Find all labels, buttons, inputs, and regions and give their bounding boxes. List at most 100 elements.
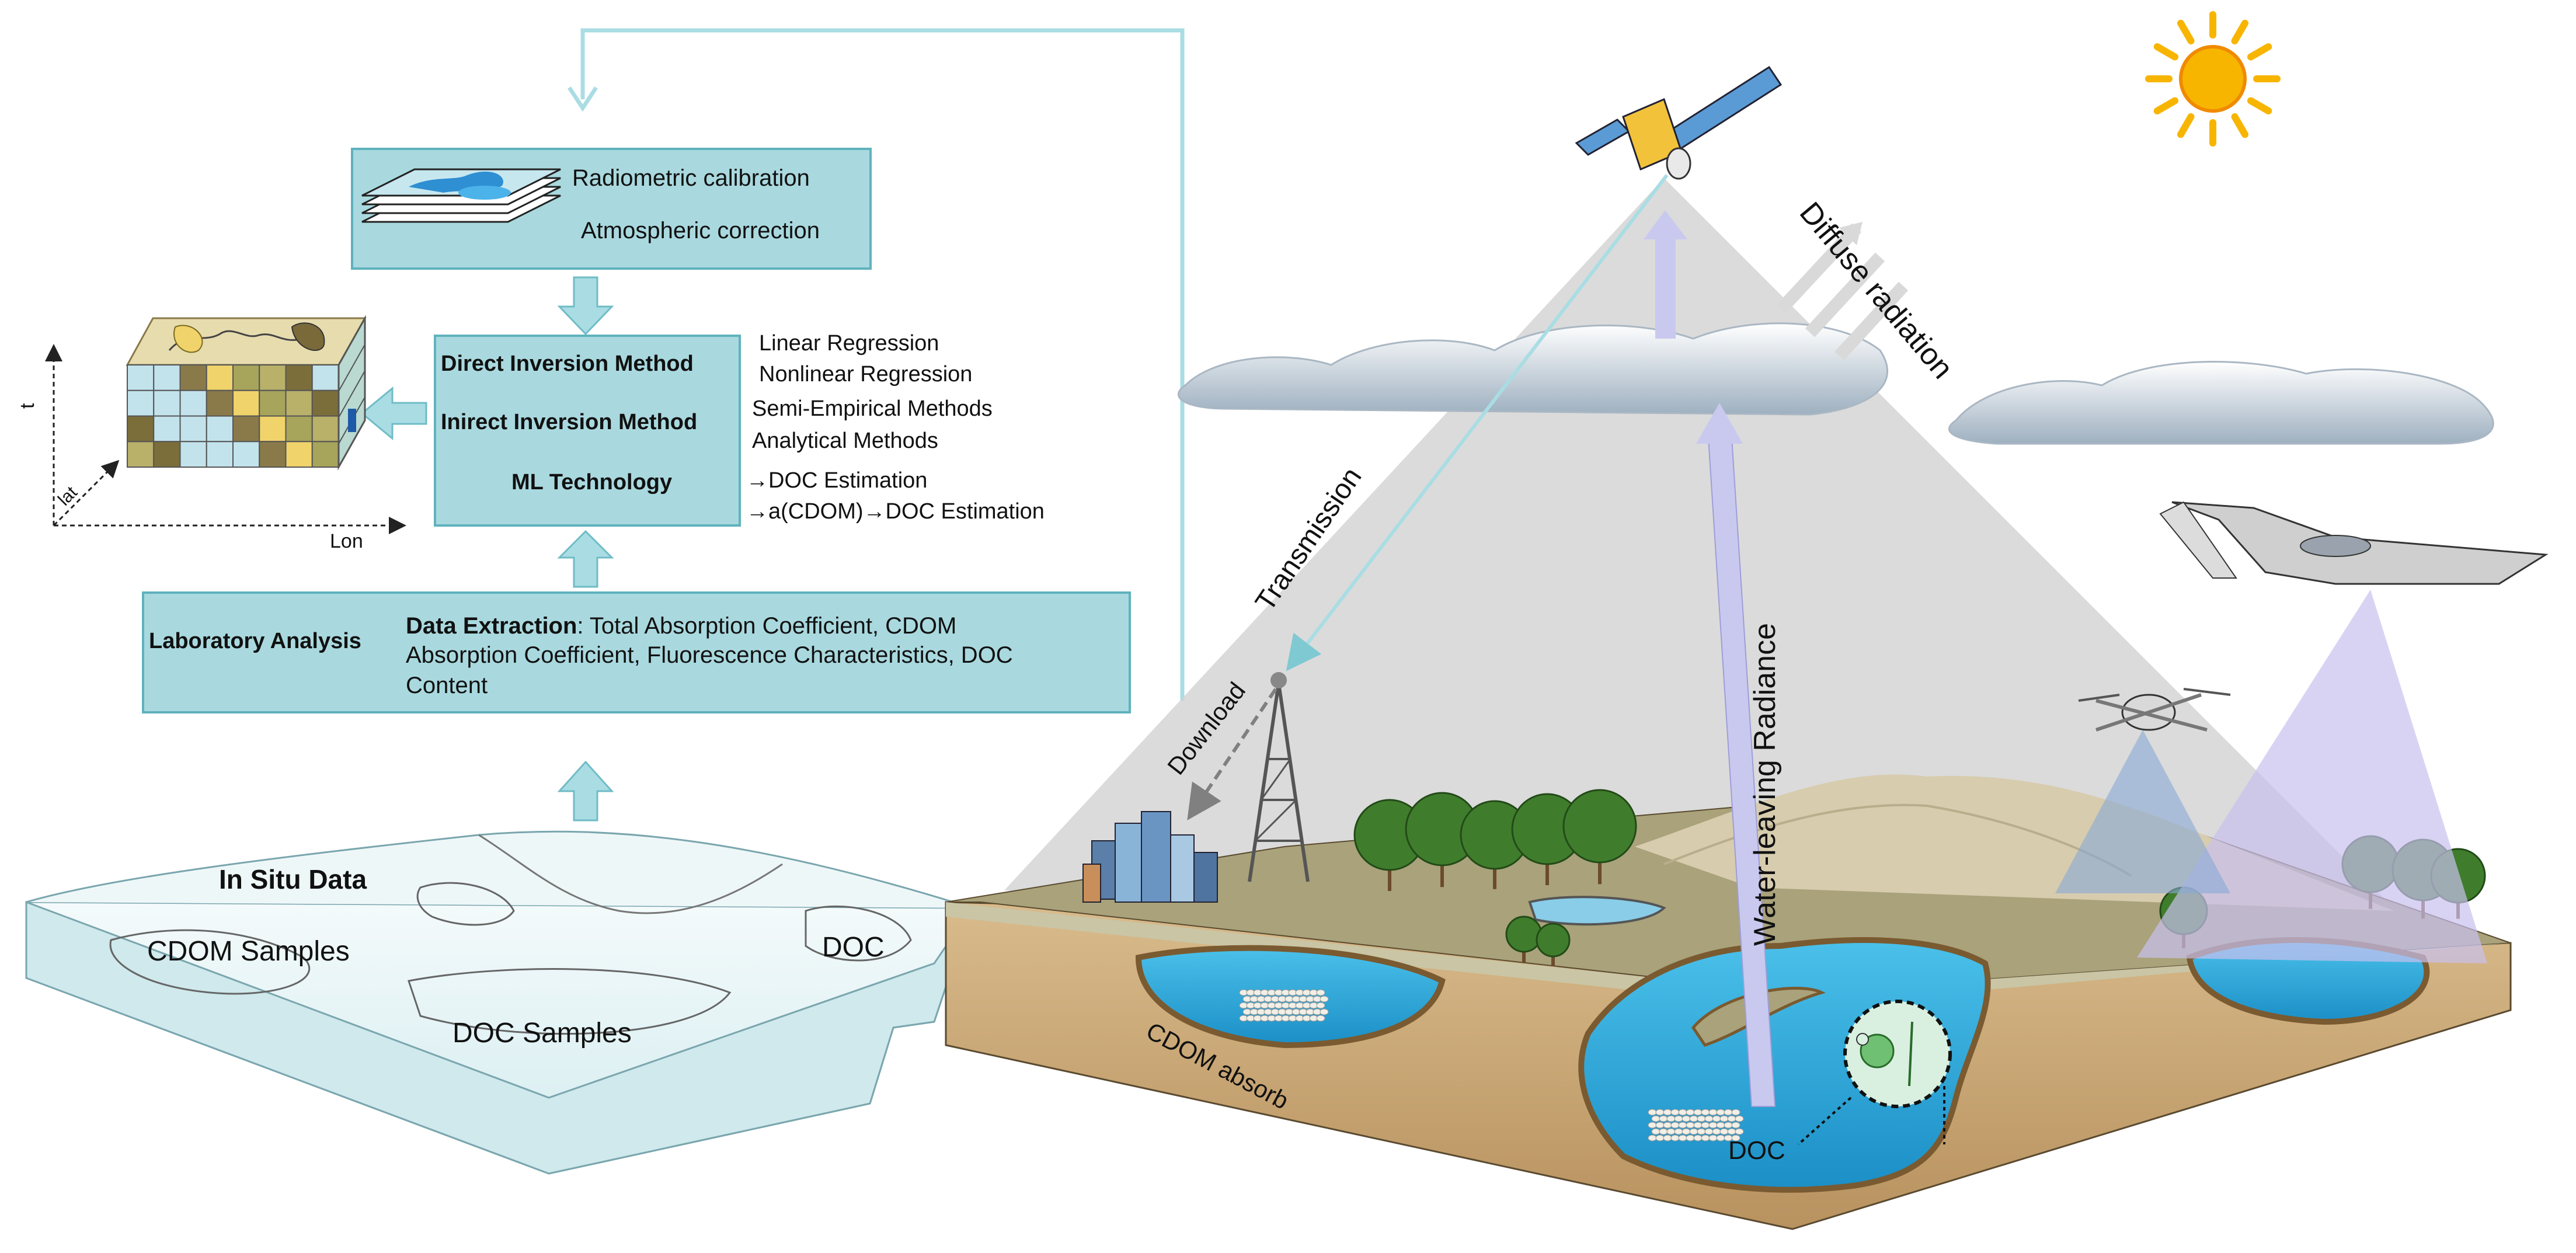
pebble — [1686, 1122, 1695, 1129]
lab-title: Laboratory Analysis — [149, 629, 361, 653]
water-leaving-label: Water-leaving Radiance — [1748, 623, 1782, 946]
arrow-methods-to-cube — [360, 386, 427, 441]
cube-cell — [311, 415, 339, 443]
cube-cell — [179, 415, 207, 443]
tree-crown — [1505, 916, 1543, 953]
pebble — [1689, 1115, 1698, 1122]
airplane-view-cone — [2137, 590, 2487, 963]
preprocessing-box: Radiometric calibration Atmospheric corr… — [351, 148, 872, 270]
data-extraction-label: Data Extraction — [406, 613, 577, 639]
cube-cell — [311, 364, 339, 391]
pebble — [1719, 1128, 1729, 1135]
axis-t-label: t — [16, 403, 39, 409]
pebble — [1701, 1109, 1710, 1116]
pebble — [1697, 1128, 1706, 1135]
water-leaving-radiance-beam — [1644, 210, 1776, 1107]
pebble — [1704, 1128, 1714, 1135]
pebble — [1670, 1109, 1680, 1116]
doc-scene-label: DOC — [1728, 1136, 1785, 1165]
pebble — [1663, 1122, 1672, 1129]
tree-crown — [1562, 789, 1637, 864]
pebble — [1708, 1109, 1718, 1116]
sun-icon — [2145, 11, 2281, 147]
tree-crown — [1536, 923, 1571, 958]
cdom-samples-label: CDOM Samples — [147, 936, 350, 967]
download-arrow — [1187, 688, 1277, 820]
pebble — [1316, 989, 1325, 996]
satellite-view-cone — [1004, 178, 2423, 937]
cube-cell — [153, 389, 181, 417]
cube-cell — [206, 389, 234, 417]
pebble — [1670, 1134, 1680, 1141]
pebble — [1670, 1122, 1680, 1129]
pebble — [1682, 1128, 1691, 1135]
ml-technology-label: ML Technology — [511, 470, 672, 495]
method-details: Linear Regression Nonlinear Regression S… — [746, 331, 1045, 524]
transmission-arrow — [1286, 174, 1669, 671]
in-situ-title: In Situ Data — [219, 864, 367, 894]
cube-cell — [153, 364, 181, 391]
cube-cell — [232, 441, 260, 468]
pebble — [1704, 1115, 1714, 1122]
cube-cell — [259, 389, 287, 417]
pebble — [1693, 1134, 1703, 1141]
pebble — [1659, 1115, 1668, 1122]
ml-indirect-label: →a(CDOM)→DOC Estimation — [746, 499, 1045, 524]
axis-lon-label: Lon — [330, 530, 363, 552]
city-buildings — [1082, 811, 1218, 903]
cube-cell — [285, 441, 313, 468]
pebble — [1727, 1128, 1736, 1135]
pebble — [1708, 1134, 1718, 1141]
clouds — [1177, 322, 2494, 445]
sun-ray — [2153, 97, 2179, 114]
pebble — [1735, 1115, 1744, 1122]
nonlinear-regression-label: Nonlinear Regression — [759, 362, 972, 387]
pebble — [1697, 1115, 1706, 1122]
cube-front-grid — [127, 364, 339, 468]
pebble — [1678, 1109, 1687, 1116]
pebble — [1648, 1122, 1657, 1129]
pebble — [1719, 1115, 1729, 1122]
satellite-icon — [1575, 65, 1783, 180]
pebble — [1689, 1128, 1698, 1135]
cube-cell — [179, 389, 207, 417]
cube-cell — [179, 364, 207, 391]
pebble — [1655, 1109, 1665, 1116]
pebble — [1655, 1122, 1665, 1129]
cube-cell — [311, 389, 339, 417]
ml-direct-label: →DOC Estimation — [746, 468, 927, 493]
pebble — [1316, 1002, 1325, 1009]
pebble — [1678, 1134, 1687, 1141]
pebble — [1724, 1122, 1733, 1129]
pebble — [1693, 1109, 1703, 1116]
cube-cell — [285, 389, 313, 417]
pebble — [1731, 1122, 1740, 1129]
sun-ray — [2153, 43, 2179, 61]
pebble — [1716, 1109, 1725, 1116]
cube-cell — [285, 364, 313, 391]
pebble — [1659, 1128, 1668, 1135]
cube-cell — [153, 441, 181, 468]
pebble — [1735, 1128, 1744, 1135]
pebble — [1708, 1122, 1718, 1129]
image-stack-icon — [361, 168, 561, 223]
laboratory-box: Laboratory Analysis Data Extraction: Tot… — [142, 591, 1131, 713]
pebble — [1727, 1115, 1736, 1122]
doc-samples-label: DOC Samples — [452, 1018, 632, 1049]
pebble — [1666, 1115, 1676, 1122]
pebble — [1648, 1109, 1657, 1116]
doc-zoom-circle — [1797, 1000, 1952, 1146]
pebble — [1712, 1115, 1721, 1122]
cube-cell — [179, 441, 207, 468]
cube-cell — [127, 364, 155, 391]
pebble — [1701, 1122, 1710, 1129]
pebble — [1686, 1134, 1695, 1141]
cube-cell — [232, 415, 260, 443]
lab-line1-text: : Total Absorption Coefficient, CDOM — [577, 613, 956, 639]
cube-cell — [285, 415, 313, 443]
pebble — [1693, 1122, 1703, 1129]
cube-cell — [232, 364, 260, 391]
cube-cell — [127, 415, 155, 443]
semi-empirical-label: Semi-Empirical Methods — [752, 396, 993, 421]
